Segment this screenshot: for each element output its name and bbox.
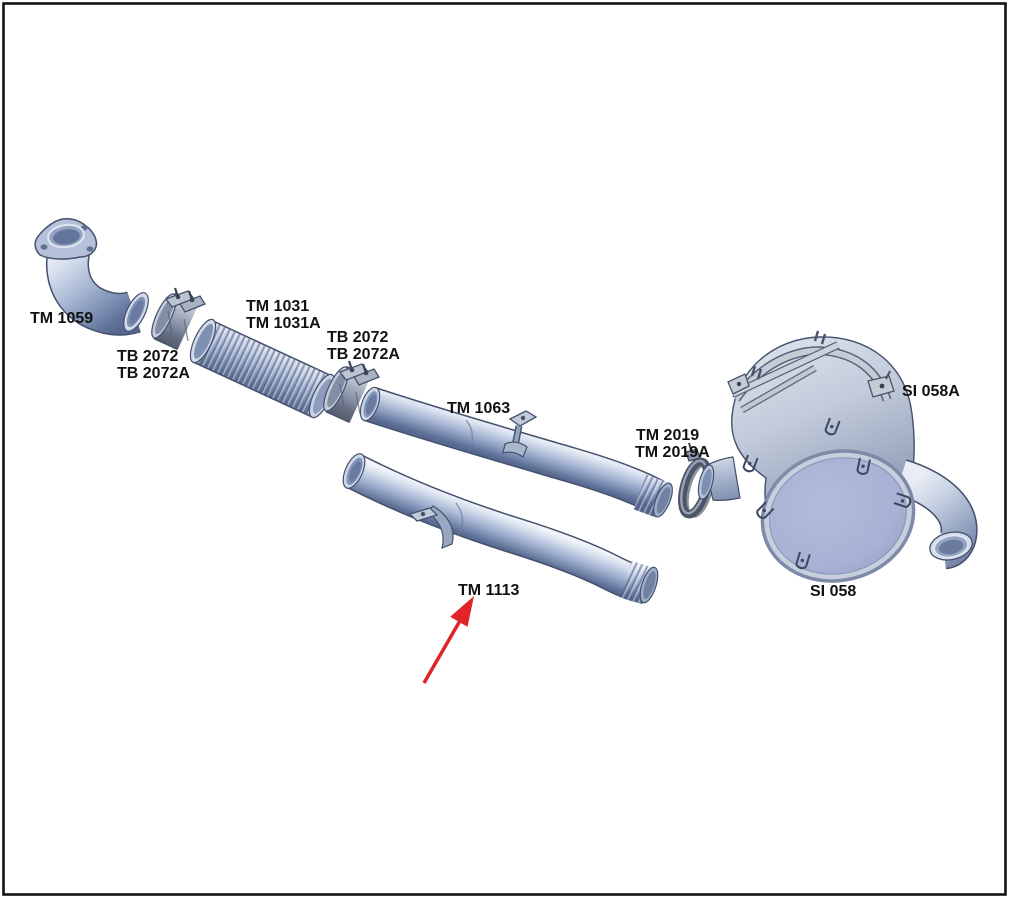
- part-tail-pipe-tm1113: [342, 453, 659, 605]
- part-labels: TM 1059 TB 2072 TB 2072A TM 1031 TM 1031…: [30, 298, 960, 600]
- part-flex-pipe-tm1031: [189, 318, 336, 419]
- bracket-strap-tm1113: [408, 505, 454, 550]
- silencer-front-face: [760, 449, 916, 583]
- label-tb2072-first-line2: TB 2072A: [117, 365, 190, 382]
- label-tm2019-line1: TM 2019: [636, 427, 699, 444]
- label-si058a: SI 058A: [902, 383, 960, 400]
- callout-arrow: [422, 596, 474, 684]
- label-si058: SI 058: [810, 583, 856, 600]
- part-clamp-tb2072-first: [151, 287, 206, 351]
- label-tb2072-second-line2: TB 2072A: [327, 346, 400, 363]
- label-tm1059: TM 1059: [30, 310, 93, 327]
- label-tm2019-line2: TM 2019A: [635, 444, 710, 461]
- label-tm1031-line2: TM 1031A: [246, 315, 321, 332]
- label-tb2072-first-line1: TB 2072: [117, 348, 178, 365]
- label-tm1113: TM 1113: [458, 582, 519, 599]
- part-mounting-band-si058a: [727, 330, 895, 414]
- part-silencer-si058: [697, 330, 978, 583]
- silencer-outlet-pipe: [895, 459, 978, 570]
- label-tm1063: TM 1063: [447, 400, 510, 417]
- hanger-bracket-tm1063: [502, 410, 538, 458]
- label-tb2072-second-line1: TB 2072: [327, 329, 388, 346]
- silencer-inlet-cone: [697, 456, 741, 501]
- flange: [34, 218, 98, 260]
- part-intermediate-pipe-tm1063: [359, 386, 673, 518]
- part-clamp-tb2072-second: [323, 360, 380, 424]
- part-front-elbow-pipe-tm1059: [34, 218, 149, 336]
- label-tm1031-line1: TM 1031: [246, 298, 309, 315]
